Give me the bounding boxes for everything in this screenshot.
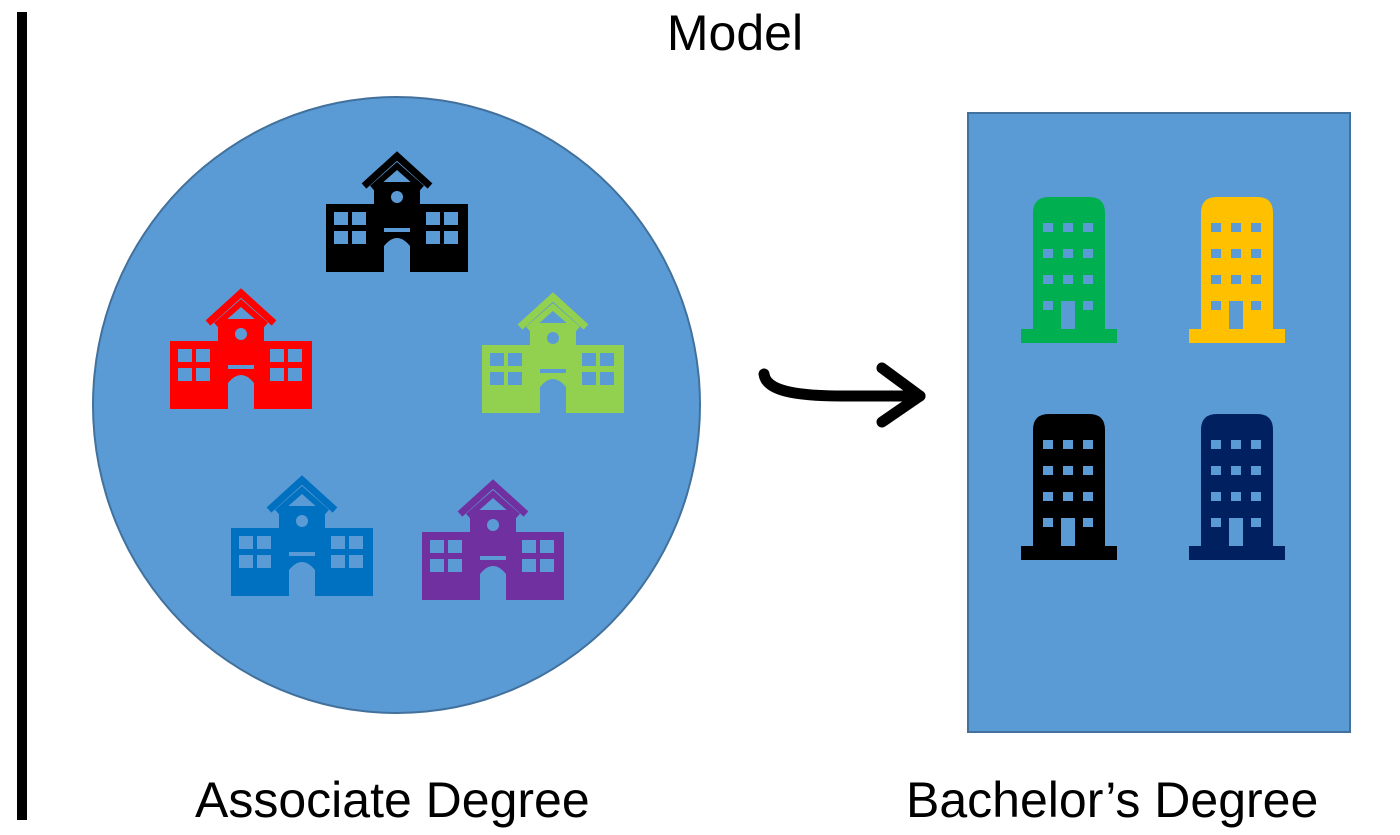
school-icon — [482, 292, 624, 413]
school-icon — [422, 479, 564, 600]
office-building-icon — [1021, 197, 1117, 343]
office-building-icon — [1189, 414, 1285, 560]
school-icon — [170, 288, 312, 409]
bachelor-degree-label: Bachelor’s Degree — [906, 772, 1319, 828]
vertical-divider — [17, 12, 27, 820]
diagram-title: Model — [666, 5, 804, 61]
curved-arrow-icon — [758, 362, 926, 428]
office-building-icon — [1021, 414, 1117, 560]
associate-degree-label: Associate Degree — [195, 772, 590, 828]
school-icon — [326, 151, 468, 272]
office-building-icon — [1189, 197, 1285, 343]
school-icon — [231, 475, 373, 596]
bachelor-panel — [967, 112, 1351, 733]
